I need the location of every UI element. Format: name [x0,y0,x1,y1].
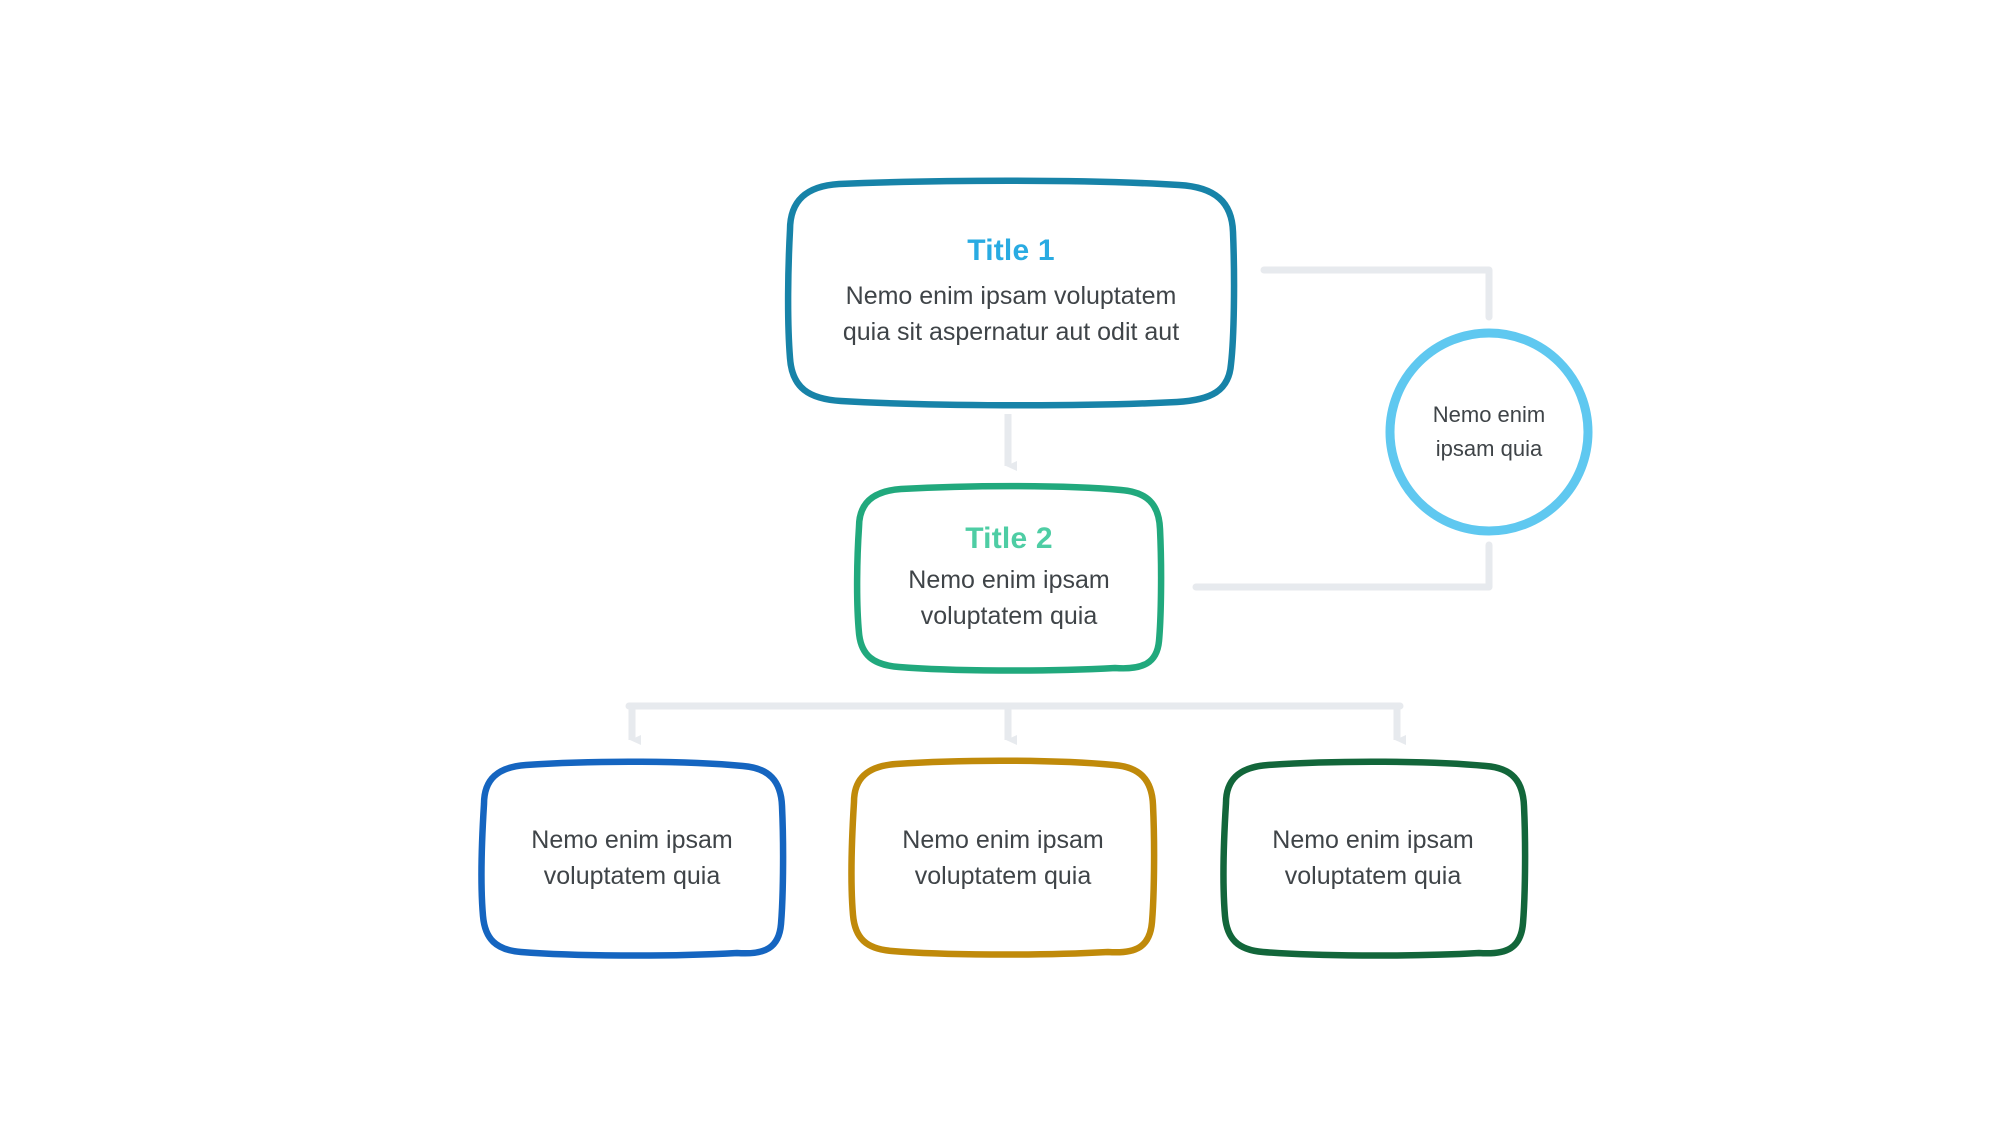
node-title2-outline [853,482,1165,674]
node-leaf3-content: Nemo enim ipsam voluptatem quia [1243,822,1503,895]
node-title2[interactable]: Title 2 Nemo enim ipsam voluptatem quia [853,482,1165,674]
node-title2-heading: Title 2 [965,521,1053,555]
node-title1-content: Title 1 Nemo enim ipsam voluptatem quia … [819,234,1202,351]
node-title1[interactable]: Title 1 Nemo enim ipsam voluptatem quia … [783,177,1239,409]
node-leaf3-outline [1220,758,1529,959]
node-title1-body-line1: Nemo enim ipsam voluptatem [845,282,1177,310]
node-leaf1-body-line2: voluptatem quia [543,862,721,890]
node-leaf2[interactable]: Nemo enim ipsam voluptatem quia [848,757,1158,958]
connector-circle-to-title2 [1192,541,1493,591]
node-circle-body-line1: Nemo enim [1432,401,1546,427]
node-circle[interactable]: Nemo enim ipsam quia [1383,326,1595,538]
node-leaf3-body-line1: Nemo enim ipsam [1272,825,1474,854]
node-circle-outline [1385,328,1593,536]
node-leaf1-body-line1: Nemo enim ipsam [531,825,733,854]
node-circle-body-line2: ipsam quia [1435,436,1543,461]
node-title1-body-line2: quia sit aspernatur aut odit aut [842,318,1180,347]
node-leaf2-content: Nemo enim ipsam voluptatem quia [873,822,1133,895]
node-leaf2-body-line2: voluptatem quia [914,862,1092,890]
node-leaf2-outline [848,757,1158,958]
node-leaf2-body-line1: Nemo enim ipsam [902,825,1104,854]
node-leaf3[interactable]: Nemo enim ipsam voluptatem quia [1218,758,1529,959]
node-leaf1-content: Nemo enim ipsam voluptatem quia [502,822,762,895]
node-title1-outline [784,177,1238,409]
node-title2-content: Title 2 Nemo enim ipsam voluptatem quia [878,522,1140,635]
node-leaf3-body-line2: voluptatem quia [1284,862,1462,890]
node-title2-body-line2: voluptatem quia [920,602,1098,631]
node-leaf1-outline [478,758,787,959]
connector-title1-to-circle [1260,266,1493,321]
node-title1-heading: Title 1 [967,233,1055,267]
node-leaf1[interactable]: Nemo enim ipsam voluptatem quia [477,758,787,959]
node-circle-content: Nemo enim ipsam quia [1400,398,1578,466]
node-title2-body-line1: Nemo enim ipsam [908,566,1110,594]
